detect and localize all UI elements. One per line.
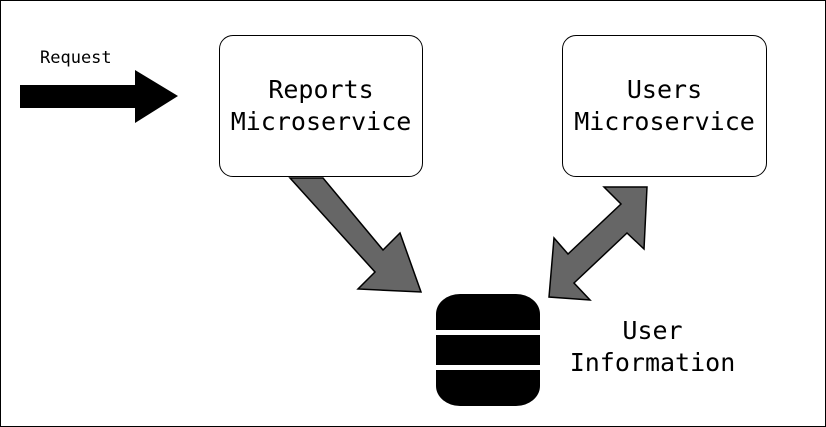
reports-microservice-box: Reports Microservice <box>219 35 423 177</box>
reports-to-database-arrow <box>288 177 423 293</box>
reports-microservice-title: Reports <box>268 75 374 104</box>
users-database-double-arrow <box>548 186 648 301</box>
database-label-line1: User <box>622 316 683 345</box>
users-microservice-box: Users Microservice <box>562 35 767 177</box>
users-microservice-title: Users <box>626 75 703 104</box>
users-microservice-subtitle: Microservice <box>574 107 755 136</box>
database-icon <box>436 294 540 406</box>
database-label-line2: Information <box>569 348 736 377</box>
reports-microservice-subtitle: Microservice <box>230 107 412 136</box>
database-label: User Information <box>565 315 740 379</box>
request-arrow <box>20 70 178 123</box>
request-label: Request <box>40 48 112 68</box>
